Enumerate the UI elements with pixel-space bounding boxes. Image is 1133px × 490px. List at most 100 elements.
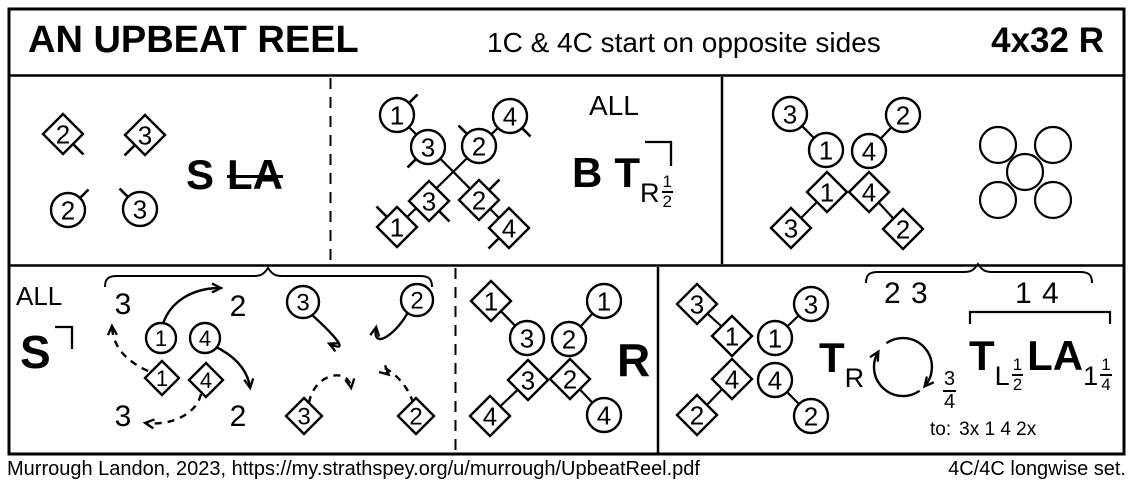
lady-symbol	[884, 96, 922, 134]
lady-symbol	[756, 319, 794, 357]
dancer-number: 1	[484, 286, 498, 316]
lady-2: 2	[884, 96, 922, 134]
man-symbol	[407, 179, 451, 223]
dancer-number: 2	[472, 131, 486, 161]
couples-group-23: 2 3	[884, 277, 929, 310]
lady-3: 3	[118, 187, 159, 228]
man-symbol	[710, 314, 754, 358]
dancer-number: 3	[138, 120, 152, 150]
lady-symbol	[585, 396, 623, 434]
dancer-number: 4	[199, 326, 211, 351]
turn-hand-subscript: L	[994, 361, 1010, 391]
lady-3: 3	[508, 319, 546, 357]
lady-3: 3	[406, 128, 447, 169]
attribution-and-url: Murrough Landon, 2023, https://my.strath…	[7, 458, 700, 480]
dancer-number: 3	[297, 404, 310, 431]
dancer-number: 2	[563, 364, 577, 394]
dancer-number: 1	[155, 326, 167, 351]
facing-tail	[118, 187, 129, 198]
man-2: 2	[675, 393, 719, 437]
man-2: 2	[881, 207, 925, 251]
finish-order-note: to:3x 1 4 2x	[930, 420, 1036, 439]
lady-1: 1	[756, 319, 794, 357]
repeats-and-type: 4x32 R	[991, 21, 1104, 60]
lady-2: 2	[399, 282, 435, 318]
lady-symbol	[491, 97, 529, 135]
dancer-number: 3	[520, 323, 534, 353]
lady-symbol	[399, 282, 435, 318]
man-symbol	[881, 207, 925, 251]
dancer-number: 1	[819, 135, 833, 165]
lady-4: 4	[585, 396, 623, 434]
dancer-number: 1	[597, 286, 611, 316]
man-1: 1	[143, 359, 181, 397]
dancer-number: 1	[390, 100, 404, 130]
lady-symbol	[771, 95, 809, 133]
movement-arrow-solid	[310, 313, 341, 347]
lady-1: 1	[585, 282, 623, 320]
movement-arrow-dashed	[146, 393, 203, 423]
man-symbol	[187, 361, 225, 399]
fraction-numerator: 3	[943, 368, 957, 392]
lady-3: 3	[771, 95, 809, 133]
destination-number: 2	[230, 400, 247, 433]
phrase-brace	[104, 266, 433, 288]
lady-symbol	[792, 285, 830, 323]
lady-2: 2	[49, 188, 90, 229]
dancer-number: 4	[502, 213, 516, 243]
movement-arrow-solid	[161, 288, 220, 325]
lady-4: 4	[850, 132, 888, 170]
dancer-number: 2	[410, 288, 423, 315]
lady-symbol	[508, 319, 546, 357]
link-label-crossed-out: LA	[227, 151, 284, 198]
facing-tail	[375, 205, 389, 219]
movement-arrow-solid	[376, 311, 410, 341]
fraction-numerator: 1	[1011, 355, 1024, 376]
man-3: 3	[769, 206, 813, 250]
circle-formation-ring	[1033, 125, 1073, 165]
dancer-number: 3	[783, 99, 797, 129]
dancer-number: 2	[472, 185, 486, 215]
dancer-number: 2	[61, 195, 75, 225]
lady-1: 1	[378, 93, 419, 134]
destination-number: 2	[230, 290, 247, 323]
lady-symbol	[409, 128, 447, 166]
turn-hand-subscript: R	[844, 363, 865, 393]
fraction-numerator: 1	[661, 172, 673, 193]
dancer-number: 2	[690, 400, 704, 430]
man-3: 3	[123, 113, 167, 157]
lady-symbol	[188, 321, 222, 355]
man-symbol	[675, 393, 719, 437]
man-1: 1	[805, 170, 849, 214]
man-2: 2	[548, 357, 592, 401]
facing-tail	[408, 93, 419, 104]
turn-label: T	[969, 332, 995, 379]
facing-tail	[437, 209, 451, 223]
fraction-numerator: 1	[1100, 355, 1112, 376]
link-label: LA	[1027, 332, 1084, 379]
lady-4: 4	[756, 361, 794, 399]
movement-arrow-solid	[213, 344, 250, 387]
dancer-number: 4	[725, 364, 739, 394]
dancer-number: 1	[725, 321, 739, 351]
outer-border	[7, 7, 1126, 456]
corner-bracket	[55, 325, 74, 349]
man-1: 1	[710, 314, 754, 358]
lady-symbol	[285, 284, 321, 320]
lady-symbol	[550, 320, 588, 358]
to-label: to:	[930, 419, 952, 440]
man-symbol	[123, 113, 167, 157]
facing-tail	[406, 158, 417, 169]
lady-2: 2	[792, 397, 830, 435]
movement-arrow-dashed	[307, 374, 351, 404]
dancer-number: 3	[784, 213, 798, 243]
man-symbol	[468, 394, 512, 438]
dancer-number: 4	[200, 368, 212, 393]
dancer-number: 4	[862, 136, 876, 166]
facing-tail	[79, 188, 90, 199]
dancer-number: 3	[422, 186, 436, 216]
